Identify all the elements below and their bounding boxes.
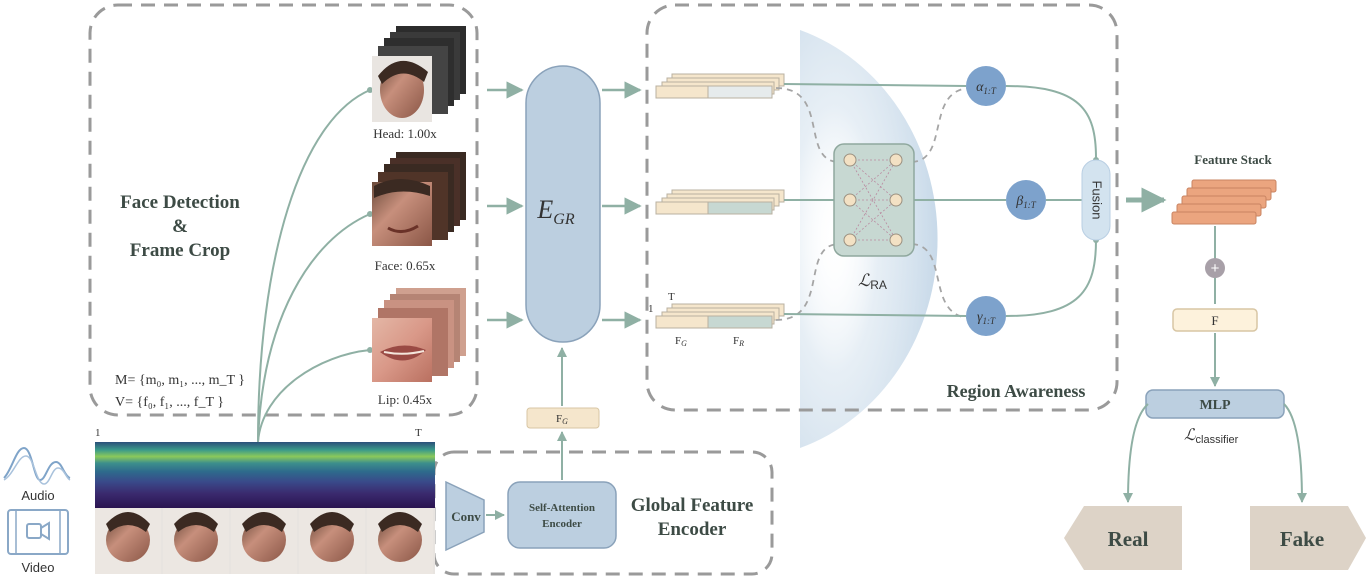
- head-crop-label: Head: 1.00x: [373, 126, 437, 141]
- m-formula: M= {m₀, m₁, ..., m_T }: [115, 373, 245, 388]
- video-frame: [163, 508, 229, 574]
- fr-label: FR: [733, 335, 744, 348]
- feature-t-label: T: [668, 291, 675, 303]
- global-feature-fg: [526, 407, 600, 429]
- plus-icon: [1205, 258, 1225, 278]
- video-icon: [7, 509, 69, 555]
- self-attention-encoder: [507, 481, 617, 549]
- fake-label: Fake: [1280, 527, 1324, 551]
- face-detection-title: Face Detection: [120, 192, 240, 213]
- video-frame: [299, 508, 365, 574]
- face-crop-stack: [372, 152, 466, 246]
- fusion-label: Fusion: [1090, 180, 1105, 219]
- ra-network-nodes: [843, 153, 903, 247]
- face-detection-box: [88, 3, 479, 417]
- spectrogram: [95, 442, 435, 508]
- conv-label: Conv: [451, 509, 481, 524]
- spectrogram-start: 1: [95, 427, 101, 439]
- fused-feature-f: [1172, 308, 1258, 332]
- region-awareness-title: Region Awareness: [947, 381, 1086, 401]
- video-frame: [231, 508, 297, 574]
- fake-output: [1250, 506, 1366, 570]
- classifier-loss-label: ℒclassifier: [1184, 427, 1239, 446]
- feature-one-label: 1: [648, 303, 654, 315]
- face-crop-label: Face: 0.65x: [375, 258, 436, 273]
- beta-weight: [1006, 180, 1046, 220]
- frame-crop-title: Frame Crop: [130, 240, 230, 261]
- global-feature-fg-label: FG: [556, 413, 568, 426]
- head-crop-stack: [372, 26, 466, 122]
- global-encoder-title: Global Feature: [631, 495, 754, 516]
- alpha-label: α1:T: [976, 80, 997, 96]
- feature-stack-head: [655, 73, 785, 99]
- video-frame: [367, 508, 433, 574]
- global-encoder-title-2: Encoder: [658, 519, 727, 540]
- v-formula: V= {f₀, f₁, ..., f_T }: [115, 395, 224, 410]
- feature-stack-face: [655, 189, 785, 215]
- gamma-label: γ1:T: [977, 310, 996, 326]
- gamma-weight: [966, 296, 1006, 336]
- video-frame: [95, 508, 161, 574]
- self-attention-label: Self-Attention: [529, 502, 595, 514]
- lip-crop-stack: [372, 288, 466, 382]
- face-detection-ampersand: &: [172, 216, 188, 237]
- feature-stack: [1171, 179, 1277, 225]
- fusion-block: [1081, 159, 1111, 241]
- egr-label: EGR: [536, 195, 574, 228]
- alpha-weight: [966, 66, 1006, 106]
- fg-label: FG: [675, 335, 687, 348]
- fused-feature-label: F: [1211, 313, 1218, 328]
- region-awareness-box: [645, 3, 1119, 412]
- conv-block: [445, 480, 485, 552]
- spectrogram-end: T: [415, 427, 422, 439]
- beta-label: β1:T: [1015, 194, 1036, 210]
- feature-stack-title: Feature Stack: [1194, 152, 1272, 167]
- self-attention-label-2: Encoder: [542, 518, 582, 530]
- video-label: Video: [21, 560, 54, 575]
- real-label: Real: [1108, 527, 1149, 551]
- ra-loss-label: ℒRA: [858, 271, 887, 292]
- mlp-label: MLP: [1199, 398, 1231, 413]
- egr-encoder: [525, 65, 601, 343]
- video-frames: [95, 508, 435, 574]
- real-output: [1064, 506, 1182, 570]
- audio-label: Audio: [21, 488, 54, 503]
- plus-label: +: [1211, 260, 1220, 277]
- lip-crop-label: Lip: 0.45x: [378, 392, 433, 407]
- feature-stack-lip: [655, 303, 785, 329]
